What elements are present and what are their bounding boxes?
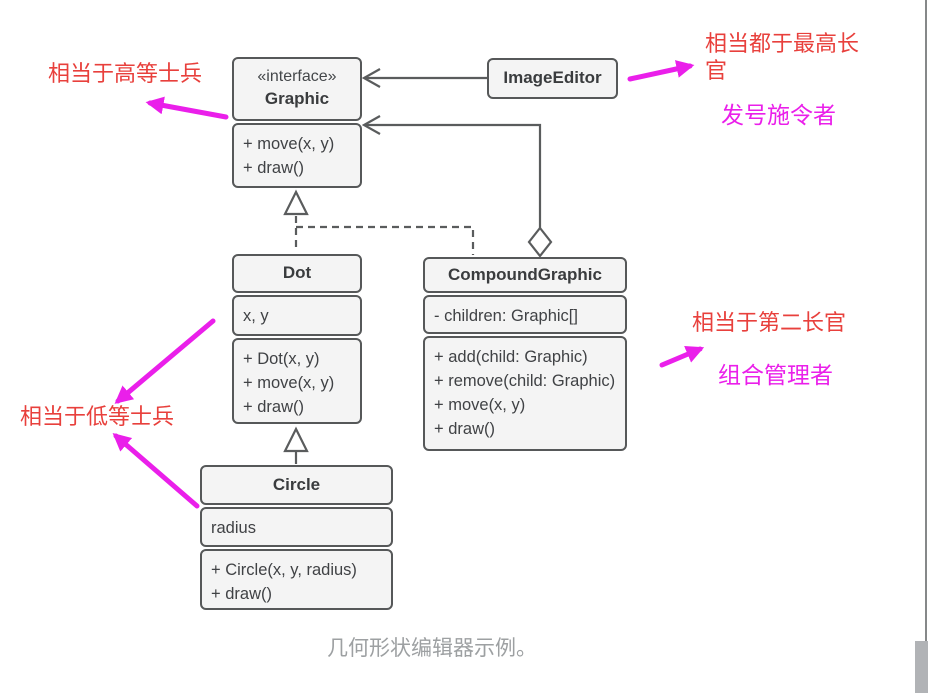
method-label: + Circle(x, y, radius) — [211, 561, 357, 579]
class-dot-header: Dot — [232, 254, 362, 293]
method-label: + move(x, y) — [434, 396, 526, 414]
realization-triangle-icon — [283, 189, 309, 216]
class-graphic: «interface» Graphic + move(x, y) + draw(… — [232, 57, 362, 188]
scrollbar-thumb[interactable] — [915, 641, 928, 693]
class-dot-attributes: x, y — [232, 295, 362, 336]
annotation-arrow-graphic-icon — [145, 96, 229, 120]
class-circle-methods: + Circle(x, y, radius) + draw() — [200, 549, 393, 610]
class-imageeditor-header: ImageEditor — [487, 58, 618, 99]
method-label: + draw() — [243, 398, 304, 416]
annotation-arrow-compound-icon — [659, 345, 705, 368]
scrollbar-track — [925, 0, 927, 693]
annotation-low-soldier: 相当于低等士兵 — [20, 404, 175, 429]
attribute-label: - children: Graphic[] — [434, 307, 578, 325]
annotation-high-soldier: 相当于高等士兵 — [48, 61, 203, 86]
method-label: + remove(child: Graphic) — [434, 372, 616, 390]
aggregation-diamond-icon — [527, 226, 553, 258]
method-label: + draw() — [434, 420, 495, 438]
class-circle-attributes: radius — [200, 507, 393, 547]
attribute-label: x, y — [243, 307, 269, 325]
class-name: Dot — [282, 263, 312, 283]
method-label: + Dot(x, y) — [243, 350, 320, 368]
annotation-top-commander: 相当都于最高长官 — [705, 31, 860, 83]
class-dot-methods: + Dot(x, y) + move(x, y) + draw() — [232, 338, 362, 424]
class-compoundgraphic: CompoundGraphic - children: Graphic[] + … — [423, 257, 627, 451]
method-label: + move(x, y) — [243, 374, 335, 392]
class-graphic-methods: + move(x, y) + draw() — [232, 123, 362, 188]
class-compoundgraphic-header: CompoundGraphic — [423, 257, 627, 293]
class-imageeditor: ImageEditor — [487, 58, 618, 99]
annotation-arrow-imageeditor-icon — [627, 60, 695, 82]
class-graphic-header: «interface» Graphic — [232, 57, 362, 121]
annotation-second-commander: 相当于第二长官 — [692, 310, 847, 335]
open-arrowhead-icon — [361, 68, 381, 88]
method-label: + draw() — [211, 585, 272, 603]
realization-compound-line — [296, 225, 475, 255]
aggregation-compound-graphic — [366, 123, 542, 229]
class-dot: Dot x, y + Dot(x, y) + move(x, y) + draw… — [232, 254, 362, 424]
stereotype-label: «interface» — [257, 68, 337, 86]
class-name: CompoundGraphic — [448, 264, 602, 284]
method-label: + draw() — [243, 159, 304, 177]
attribute-label: radius — [211, 519, 256, 537]
class-compoundgraphic-attributes: - children: Graphic[] — [423, 295, 627, 334]
class-circle: Circle radius + Circle(x, y, radius) + d… — [200, 465, 393, 610]
method-label: + add(child: Graphic) — [434, 348, 588, 366]
class-name: Circle — [272, 474, 321, 494]
class-circle-header: Circle — [200, 465, 393, 505]
open-arrowhead-icon — [361, 115, 381, 135]
method-label: + move(x, y) — [243, 135, 335, 153]
figure-caption: 几何形状编辑器示例。 — [327, 637, 537, 660]
annotation-arrow-circle-icon — [112, 433, 200, 509]
annotation-arrow-dot-icon — [114, 318, 216, 404]
class-compoundgraphic-methods: + add(child: Graphic) + remove(child: Gr… — [423, 336, 627, 451]
inheritance-triangle-icon — [283, 426, 309, 453]
annotation-composite-manager: 组合管理者 — [718, 362, 833, 388]
annotation-order-giver: 发号施令者 — [721, 102, 836, 128]
class-name: Graphic — [264, 88, 330, 108]
class-name: ImageEditor — [503, 68, 602, 88]
